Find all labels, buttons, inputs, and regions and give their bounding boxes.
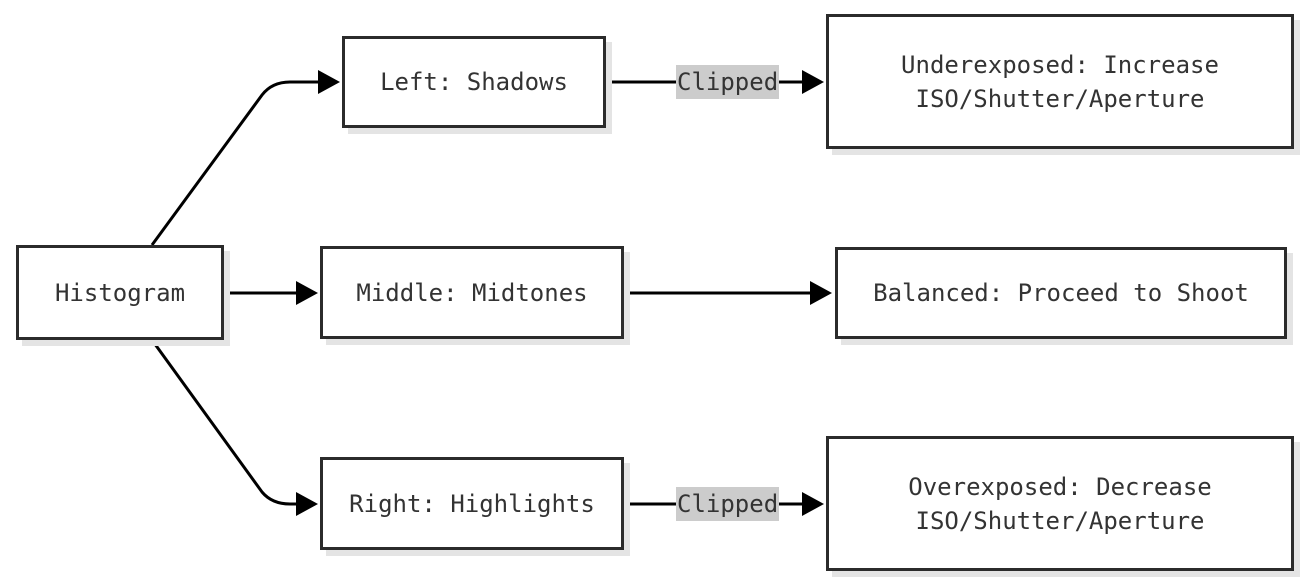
arrowhead-to-midtones (296, 281, 318, 305)
arrowhead-to-overexposed (802, 492, 824, 516)
arrowhead-to-shadows (318, 70, 340, 94)
arrowhead-to-highlights (296, 492, 318, 516)
node-histogram-label: Histogram (54, 278, 186, 307)
node-balanced: Balanced: Proceed to Shoot (835, 247, 1287, 339)
edge-label-clipped-highlights: Clipped (676, 487, 780, 521)
node-middle-midtones: Middle: Midtones (320, 246, 624, 339)
node-overexposed-label: Overexposed: Decrease ISO/Shutter/Apertu… (908, 472, 1212, 535)
arrowhead-to-balanced (810, 281, 832, 305)
node-right-highlights-label: Right: Highlights (349, 489, 595, 518)
node-left-shadows: Left: Shadows (342, 36, 606, 128)
edge-label-clipped-shadows: Clipped (676, 65, 780, 99)
node-right-highlights: Right: Highlights (320, 457, 624, 550)
edge-histogram-to-highlights (150, 339, 298, 506)
edge-histogram-to-shadows (150, 80, 322, 246)
node-middle-midtones-label: Middle: Midtones (356, 278, 588, 307)
arrowhead-to-underexposed (802, 70, 824, 94)
node-balanced-label: Balanced: Proceed to Shoot (873, 279, 1249, 307)
node-histogram: Histogram (16, 245, 224, 340)
node-underexposed-label: Underexposed: Increase ISO/Shutter/Apert… (901, 50, 1219, 113)
node-underexposed: Underexposed: Increase ISO/Shutter/Apert… (826, 14, 1294, 149)
node-overexposed: Overexposed: Decrease ISO/Shutter/Apertu… (826, 436, 1294, 571)
node-left-shadows-label: Left: Shadows (380, 68, 568, 96)
